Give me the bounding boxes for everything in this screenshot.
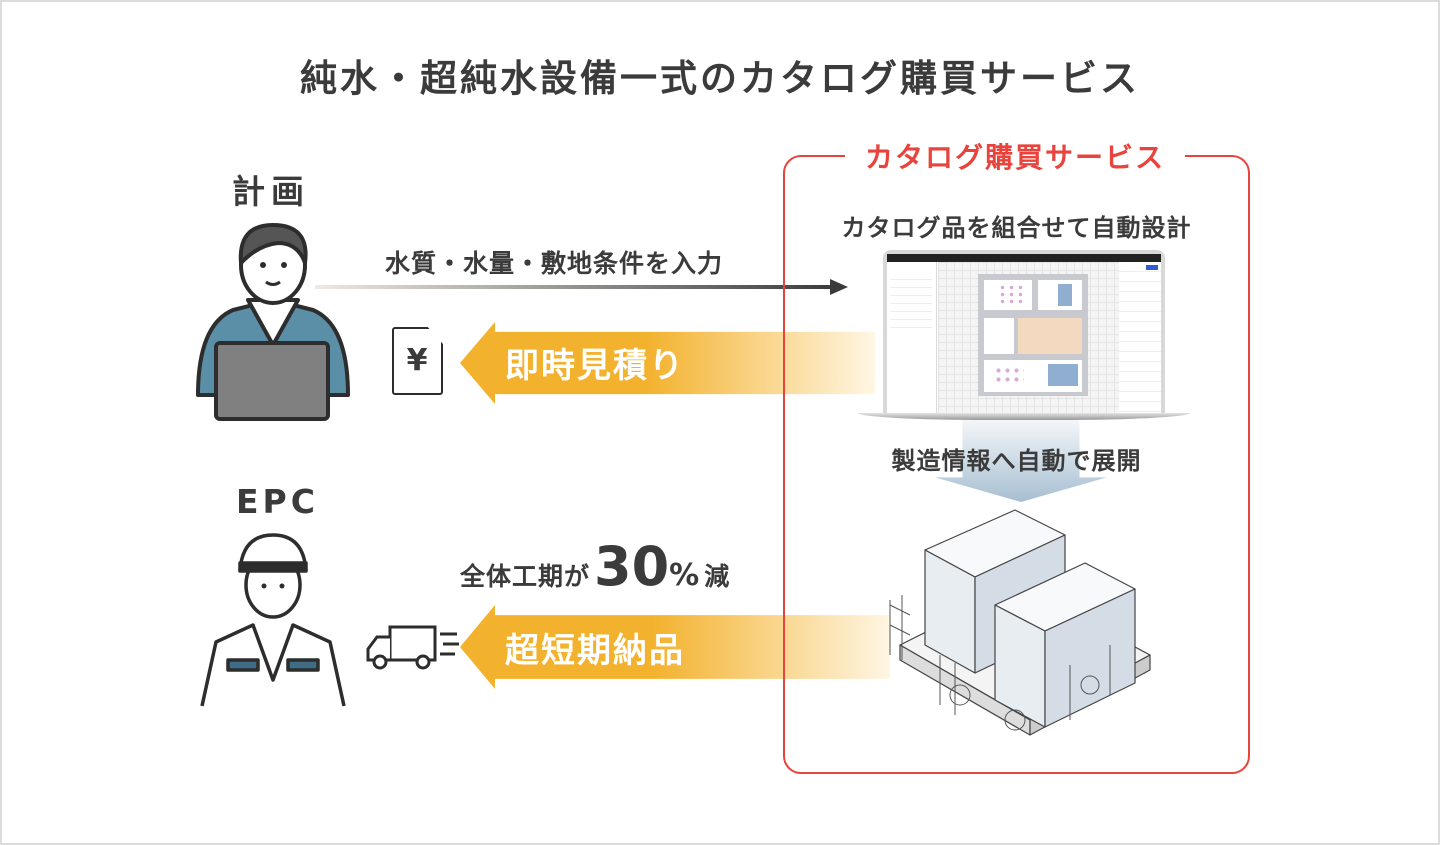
- delivery-truck-icon: [366, 625, 459, 670]
- fast-delivery-arrow: 超短期納品: [460, 605, 890, 689]
- app-primary-button: [1146, 265, 1158, 270]
- planning-role-label: 計画: [232, 172, 310, 211]
- reduction-value: 30: [594, 535, 670, 598]
- construction-worker-icon: [200, 533, 346, 707]
- laptop-base: [858, 413, 1190, 420]
- lead-time-reduction: 全体工期が30%減: [460, 535, 730, 598]
- reduction-prefix: 全体工期が: [460, 562, 591, 591]
- invoice-document-icon: ¥: [392, 327, 443, 395]
- design-software-laptop: [883, 250, 1165, 415]
- layout-canvas: [938, 262, 1119, 415]
- auto-expand-label: 製造情報へ自動で展開: [891, 447, 1142, 475]
- fast-delivery-label: 超短期納品: [505, 631, 685, 671]
- reduction-suffix: 減: [704, 562, 731, 591]
- reduction-unit: %: [669, 558, 701, 593]
- water-treatment-equipment-illustration: [889, 509, 1151, 736]
- app-sidebar: [887, 262, 937, 415]
- instant-estimate-label: 即時見積り: [505, 346, 685, 386]
- input-arrow-head: [830, 279, 848, 295]
- app-title-bar: [887, 254, 1161, 262]
- catalog-service-label: カタログ購買サービス: [845, 136, 1185, 176]
- page-title: 純水・超純水設備一式のカタログ購買サービス: [300, 57, 1140, 100]
- planner-with-laptop-icon: [196, 223, 350, 421]
- input-arrow-line: [315, 285, 835, 289]
- epc-role-label: EPC: [236, 482, 319, 521]
- input-conditions-label: 水質・水量・敷地条件を入力: [385, 249, 724, 278]
- yen-symbol: ¥: [406, 343, 428, 378]
- instant-estimate-arrow: 即時見積り: [460, 322, 875, 404]
- auto-design-label: カタログ品を組合せて自動設計: [841, 214, 1192, 242]
- properties-panel: [1119, 262, 1161, 415]
